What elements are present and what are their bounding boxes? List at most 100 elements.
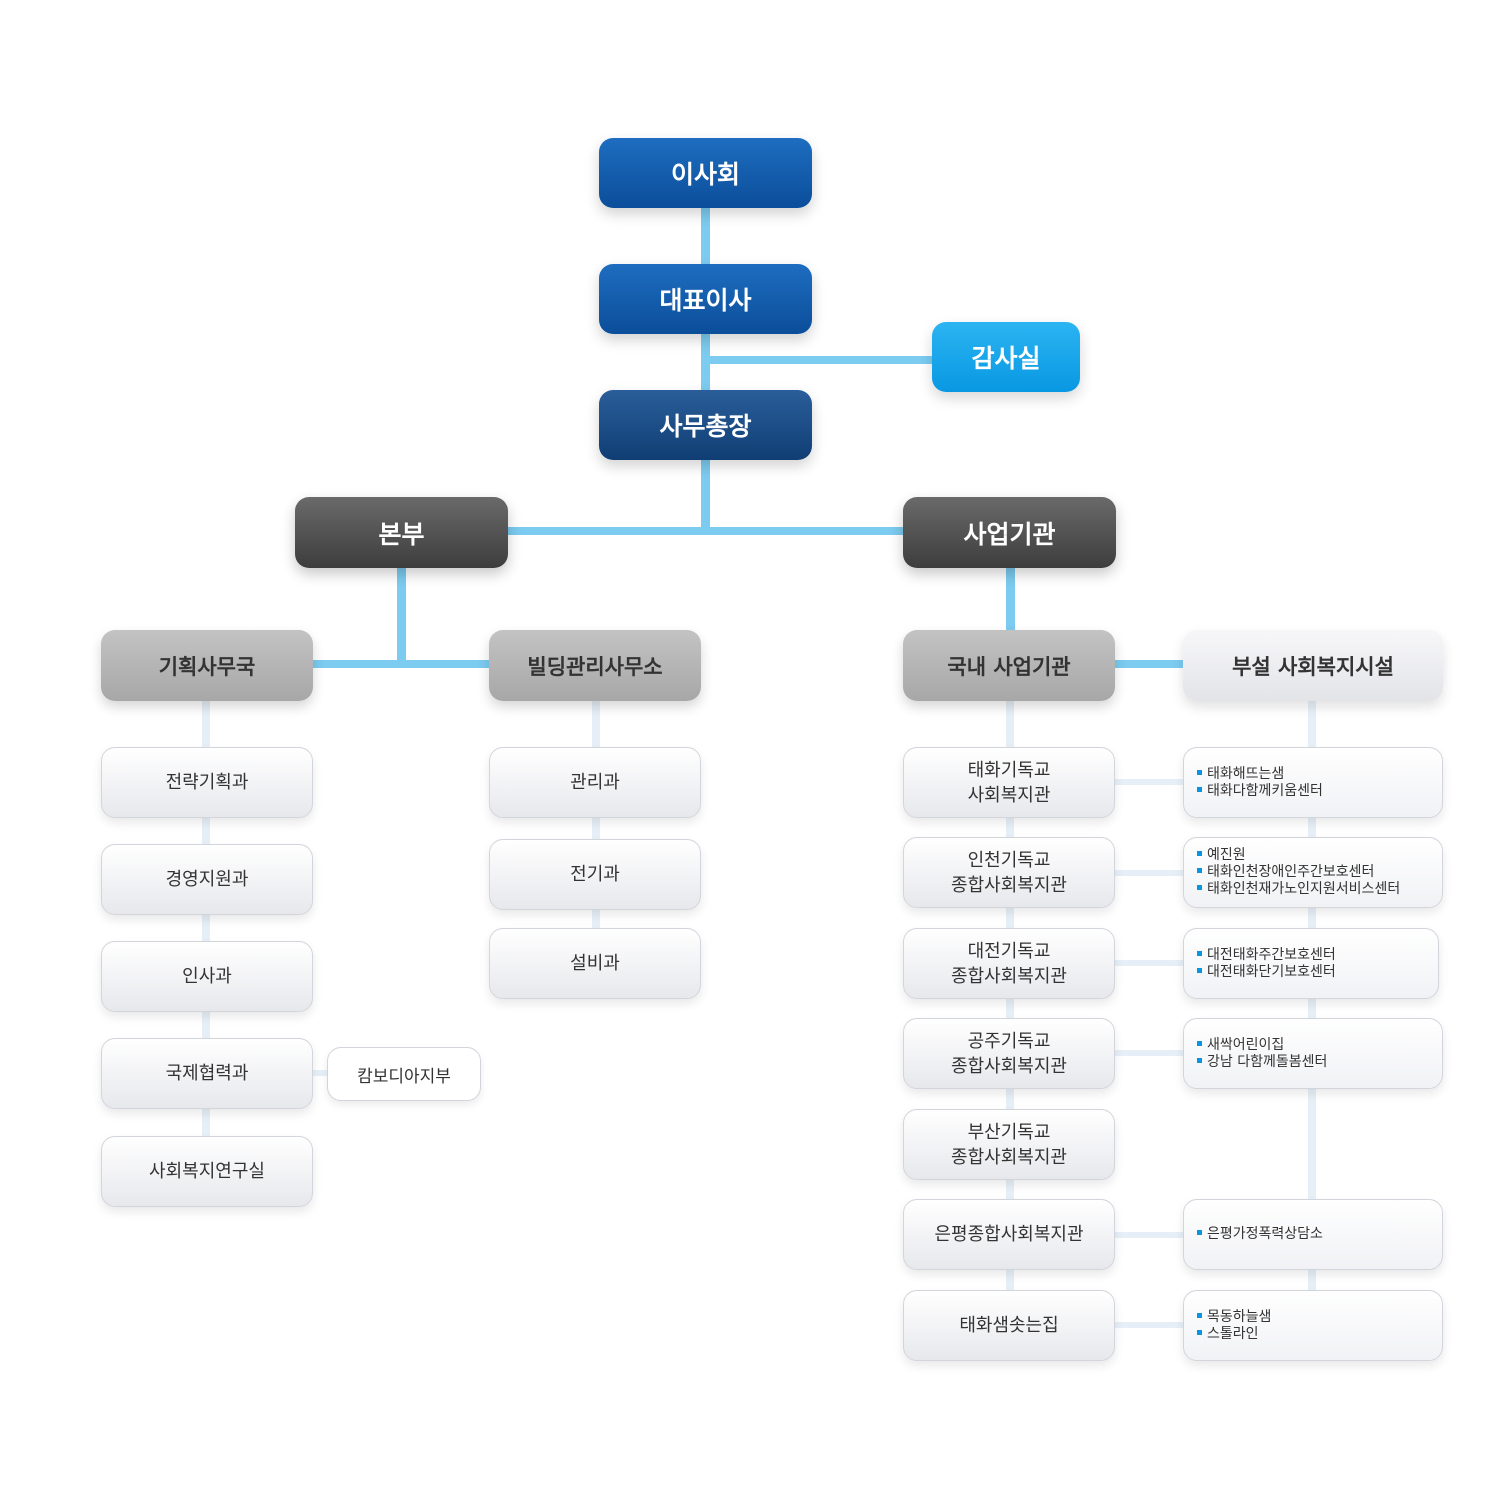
connector-pair-7 <box>1114 1322 1185 1328</box>
facility-name: 새싹어린이집 <box>1207 1036 1285 1053</box>
hq-label: 본부 <box>378 519 425 549</box>
facility-item: 태화인천재가노인지원서비스센터 <box>1197 881 1400 898</box>
unit-label: 인사과 <box>182 966 232 987</box>
connector-pair-4 <box>1114 1050 1185 1056</box>
board-label: 이사회 <box>670 160 740 189</box>
connector-pair-1 <box>1114 779 1185 785</box>
unit-label: 대전기독교 종합사회복지관 <box>951 940 1067 987</box>
facility-name: 목동하늘샘 <box>1207 1308 1272 1325</box>
facility-name: 태화해뜨는샘 <box>1207 765 1285 782</box>
ceo-label: 대표이사 <box>659 286 752 315</box>
unit-label: 전략기획과 <box>165 772 249 793</box>
facility-name: 대전태화단기보호센터 <box>1207 963 1336 980</box>
hq-box: 본부 <box>295 497 508 568</box>
facility-item: 예진원 <box>1197 847 1400 864</box>
ceo-box: 대표이사 <box>599 264 812 334</box>
domestic-unit: 은평종합사회복지관 <box>903 1199 1115 1270</box>
facility-group: 예진원 태화인천장애인주간보호센터 태화인천재가노인지원서비스센터 <box>1183 837 1443 908</box>
facility-name: 예진원 <box>1207 847 1246 863</box>
connector-cambodia <box>312 1070 330 1076</box>
connector-planning-units <box>202 700 210 1140</box>
domestic-unit: 태화기독교 사회복지관 <box>903 747 1115 818</box>
board-box: 이사회 <box>599 138 812 208</box>
bullet-icon <box>1197 786 1202 792</box>
unit-label: 전기과 <box>570 864 620 885</box>
unit-label: 설비과 <box>570 953 620 974</box>
bullet-icon <box>1197 1057 1202 1063</box>
cambodia-branch-label: 캄보디아지부 <box>357 1066 451 1087</box>
building-unit: 설비과 <box>489 928 701 999</box>
connector-pair-6 <box>1114 1232 1185 1238</box>
planning-bureau-label: 기획사무국 <box>158 654 256 679</box>
facility-group: 대전태화주간보호센터 대전태화단기보호센터 <box>1183 928 1439 999</box>
institutions-box: 사업기관 <box>903 497 1116 568</box>
facility-item: 대전태화주간보호센터 <box>1197 947 1336 964</box>
building-unit: 관리과 <box>489 747 701 818</box>
domestic-institutions-label: 국내 사업기관 <box>947 654 1071 679</box>
attached-facilities-label: 부설 사회복지시설 <box>1232 654 1394 679</box>
unit-label: 사회복지연구실 <box>149 1161 265 1182</box>
unit-label: 은평종합사회복지관 <box>934 1224 1084 1245</box>
planning-unit: 인사과 <box>101 941 313 1012</box>
facility-item: 은평가정폭력상담소 <box>1197 1226 1323 1243</box>
bullet-icon <box>1197 967 1202 973</box>
unit-label: 공주기독교 종합사회복지관 <box>951 1030 1067 1077</box>
connector-hq-bar <box>312 660 491 668</box>
planning-bureau-box: 기획사무국 <box>101 630 313 701</box>
unit-label: 태화샘솟는집 <box>959 1315 1059 1336</box>
bullet-icon <box>1197 851 1202 856</box>
cambodia-branch-box: 캄보디아지부 <box>327 1047 481 1101</box>
domestic-unit: 부산기독교 종합사회복지관 <box>903 1109 1115 1180</box>
unit-label: 인천기독교 종합사회복지관 <box>951 849 1067 896</box>
facility-name: 태화인천재가노인지원서비스센터 <box>1207 881 1401 897</box>
planning-unit: 국제협력과 <box>101 1038 313 1109</box>
institutions-label: 사업기관 <box>963 519 1056 549</box>
facility-item: 강남 다함께돌봄센터 <box>1197 1054 1327 1071</box>
facility-group: 은평가정폭력상담소 <box>1183 1199 1443 1270</box>
planning-unit: 전략기획과 <box>101 747 313 818</box>
facility-name: 강남 다함께돌봄센터 <box>1207 1053 1328 1070</box>
connector-ceo-secretary <box>701 333 710 393</box>
bullet-icon <box>1197 1329 1202 1335</box>
bullet-icon <box>1197 769 1202 775</box>
connector-hq-down <box>397 567 406 667</box>
facility-name: 대전태화주간보호센터 <box>1207 946 1336 963</box>
secretary-general-box: 사무총장 <box>599 390 812 460</box>
planning-unit: 사회복지연구실 <box>101 1136 313 1207</box>
domestic-unit: 태화샘솟는집 <box>903 1290 1115 1361</box>
facility-name: 태화다함께키움센터 <box>1207 782 1323 799</box>
bullet-icon <box>1197 885 1202 890</box>
connector-audit <box>710 356 936 364</box>
domestic-unit: 인천기독교 종합사회복지관 <box>903 837 1115 908</box>
domestic-unit: 대전기독교 종합사회복지관 <box>903 928 1115 999</box>
facility-name: 은평가정폭력상담소 <box>1207 1226 1323 1242</box>
building-office-label: 빌딩관리사무소 <box>527 654 663 679</box>
connector-pair-3 <box>1114 960 1185 966</box>
domestic-institutions-box: 국내 사업기관 <box>903 630 1115 701</box>
bullet-icon <box>1197 1312 1202 1318</box>
planning-unit: 경영지원과 <box>101 844 313 915</box>
unit-label: 관리과 <box>570 772 620 793</box>
connector-secretary-down <box>701 459 710 529</box>
facility-name: 태화인천장애인주간보호센터 <box>1207 864 1375 880</box>
building-office-box: 빌딩관리사무소 <box>489 630 701 701</box>
connector-domestic-attached <box>1114 660 1185 668</box>
bullet-icon <box>1197 950 1202 956</box>
building-unit: 전기과 <box>489 839 701 910</box>
connector-pair-2 <box>1114 870 1185 876</box>
unit-label: 태화기독교 사회복지관 <box>967 759 1051 806</box>
unit-label: 국제협력과 <box>165 1063 249 1084</box>
bullet-icon <box>1197 1230 1202 1235</box>
facility-item: 새싹어린이집 <box>1197 1037 1327 1054</box>
facility-item: 대전태화단기보호센터 <box>1197 964 1336 981</box>
unit-label: 부산기독교 종합사회복지관 <box>951 1121 1067 1168</box>
domestic-unit: 공주기독교 종합사회복지관 <box>903 1018 1115 1089</box>
facility-item: 태화인천장애인주간보호센터 <box>1197 864 1400 881</box>
facility-group: 새싹어린이집 강남 다함께돌봄센터 <box>1183 1018 1443 1089</box>
facility-item: 태화해뜨는샘 <box>1197 766 1323 783</box>
facility-name: 스톨라인 <box>1207 1325 1259 1342</box>
facility-item: 태화다함께키움센터 <box>1197 783 1323 800</box>
audit-box: 감사실 <box>932 322 1080 392</box>
audit-label: 감사실 <box>971 344 1041 373</box>
